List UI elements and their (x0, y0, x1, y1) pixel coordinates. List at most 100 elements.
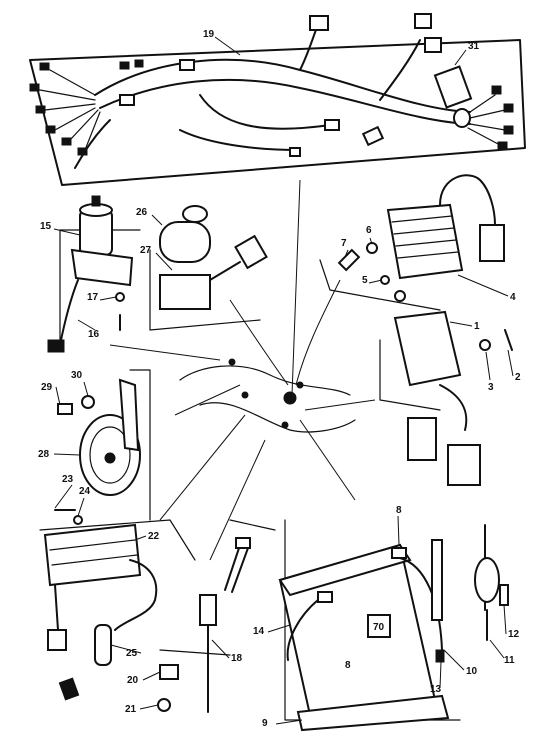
harness-center-connector (324, 119, 340, 131)
rectifier-washer (366, 242, 378, 254)
horn-washer (81, 395, 95, 409)
cdi-bolt (504, 329, 513, 351)
flasher-relay-base (159, 274, 211, 310)
junction-grommet (283, 391, 297, 405)
battery-stamp-a: 70 (373, 622, 385, 633)
ignition-coil-ribs (49, 539, 138, 566)
harness-main-bundle (94, 58, 471, 113)
callout-17: 17 (87, 292, 99, 303)
harness-small-connector (119, 94, 135, 106)
coil-lead-wire (54, 584, 59, 631)
callout-2: 2 (515, 372, 521, 383)
battery-top (278, 543, 412, 597)
callout-labels: 19 31 15 26 27 7 6 5 4 17 16 1 2 3 29 30… (38, 29, 521, 729)
callout-12: 12 (508, 629, 520, 640)
callout-16: 16 (88, 329, 100, 340)
harness-upper-connector (179, 59, 195, 71)
cdi-collar (479, 339, 491, 351)
sensor-washer (157, 698, 171, 712)
callout-5: 5 (362, 275, 368, 286)
ignition-coil-body (43, 523, 142, 587)
callout-6: 6 (366, 225, 372, 236)
callout-22: 22 (148, 531, 160, 542)
callout-18: 18 (231, 653, 243, 664)
flasher-lead (209, 261, 241, 281)
callout-31: 31 (468, 41, 480, 52)
callout-26: 26 (136, 207, 148, 218)
rectifier-connector (479, 224, 505, 262)
horn-bracket (118, 378, 140, 452)
sensor-outline (159, 649, 231, 656)
flasher-relay-top (182, 205, 208, 223)
harness-relay-block (433, 65, 473, 109)
flasher-assembly (149, 205, 268, 331)
sensor-switch-body (199, 594, 217, 626)
cdi-unit-body (393, 310, 462, 387)
cdi-connector-b (447, 444, 481, 486)
ignition-mount-bracket (70, 248, 134, 287)
battery-terminal-pos (391, 547, 407, 559)
cdi-lead-wire (439, 384, 468, 431)
ignition-connector (47, 339, 65, 353)
cdi-connector-a (407, 417, 437, 461)
callout-21: 21 (125, 704, 137, 715)
harness-main-bundle-lower (99, 78, 471, 125)
battery-stamp-b: 8 (345, 660, 351, 671)
harness-branch-right-top (379, 39, 421, 101)
callout-30: 30 (71, 370, 83, 381)
sensor-panel-outline (229, 519, 276, 531)
callout-9: 9 (262, 718, 268, 729)
coil-high-tension-lead (114, 559, 158, 631)
cdi-panel-outline (379, 339, 441, 411)
horn-assembly (57, 369, 151, 521)
callout-25: 25 (126, 648, 138, 659)
ignition-key-slot (91, 195, 101, 207)
ignition-washer (115, 292, 125, 302)
harness-top-connector (309, 15, 329, 31)
battery-positive-lead (399, 557, 443, 651)
battery-label-window (367, 614, 391, 638)
horn-center (104, 452, 116, 464)
harness-right-connectors (453, 85, 514, 151)
harness-top-right-connector (414, 13, 432, 29)
harness-left-connectors (29, 59, 144, 156)
coil-panel-outline (39, 519, 196, 561)
flasher-relay-cap (159, 221, 211, 263)
battery-tray (296, 694, 450, 732)
callout-29: 29 (41, 382, 53, 393)
sensor-lead-a (224, 544, 241, 591)
coil-connector (47, 629, 67, 651)
spare-fuse (499, 584, 509, 606)
callout-24: 24 (79, 486, 91, 497)
callout-19: 19 (203, 29, 215, 40)
battery-lead-terminal (435, 649, 445, 663)
flasher-panel-outline (149, 249, 261, 331)
wire-harness (29, 13, 526, 186)
sensor-assembly (157, 519, 276, 713)
ignition-switch-assembly (47, 195, 141, 353)
callout-11: 11 (504, 655, 515, 666)
sensor-connector (235, 537, 251, 549)
callout-3: 3 (488, 382, 494, 393)
rectifier-collar (337, 248, 361, 272)
battery-terminal-neg (317, 591, 333, 603)
harness-panel-border (29, 39, 526, 186)
harness-lower-connector (289, 147, 301, 157)
harness-right-connector (424, 37, 442, 53)
sensor-plug (159, 664, 179, 680)
sensor-lead-b (231, 547, 249, 593)
ignition-coil-assembly (39, 509, 196, 701)
rectifier-heat-sink (386, 203, 464, 280)
coil-washer (73, 515, 83, 525)
rectifier-regulator-assembly (319, 174, 505, 311)
harness-branch-center (199, 94, 331, 130)
battery-breather-hose (286, 599, 319, 661)
harness-branch-lower (179, 129, 301, 151)
harness-branch-left-lower (74, 119, 111, 169)
coil-boot (58, 677, 80, 701)
ignition-lead-wire (59, 279, 79, 346)
callout-4: 4 (510, 292, 516, 303)
rectifier-panel-outline (319, 259, 441, 311)
rectifier-lead-wire (439, 174, 496, 226)
